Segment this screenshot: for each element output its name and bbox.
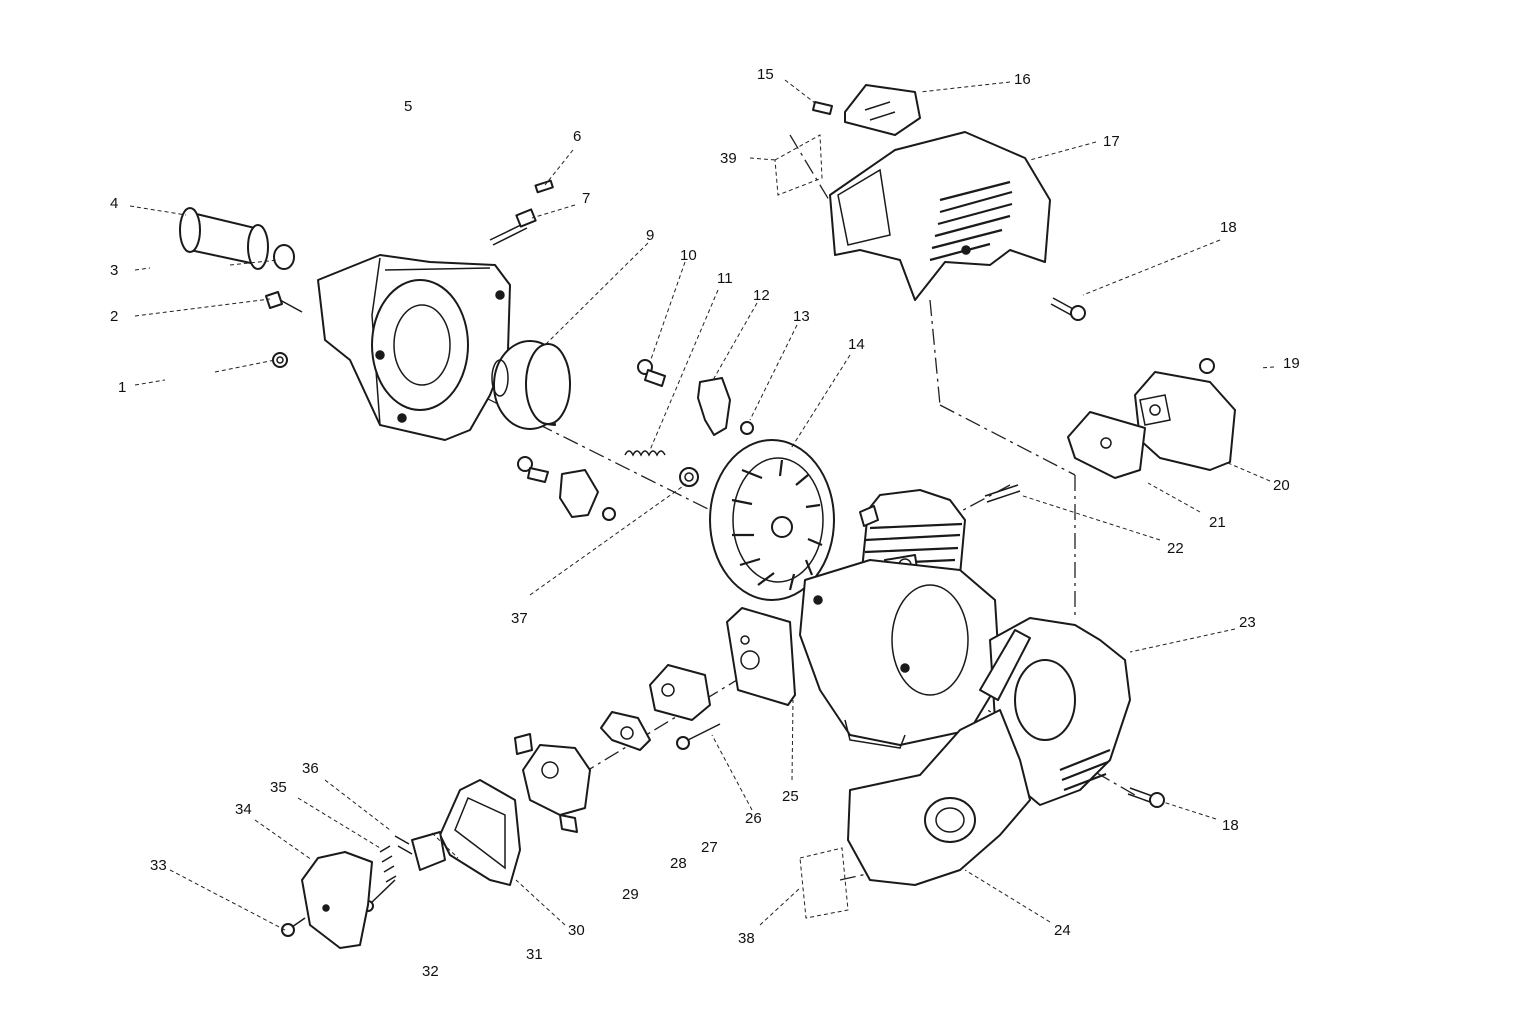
callout-28: 28 (670, 855, 687, 872)
flywheel (709, 439, 835, 601)
clutch-shoe (697, 377, 731, 436)
callout-30: 30 (568, 922, 585, 939)
callout-22: 22 (1167, 540, 1184, 557)
callout-15: 15 (757, 66, 774, 83)
muffler (1134, 371, 1236, 471)
callout-26: 26 (745, 810, 762, 827)
clutch-washer (740, 421, 754, 435)
intake-adapter (649, 664, 711, 721)
fuel-tank (847, 709, 1031, 886)
callout-4: 4 (110, 195, 118, 212)
leader-lines (129, 79, 1275, 931)
stud (984, 484, 1021, 503)
pin (534, 179, 554, 194)
callout-29: 29 (622, 886, 639, 903)
fuel-label (799, 847, 849, 919)
muffler-nut (1199, 358, 1215, 374)
muffler-gasket (1067, 411, 1146, 479)
adapter-screw (676, 723, 721, 750)
callout-21: 21 (1209, 514, 1226, 531)
callout-18-upper: 18 (1220, 219, 1237, 236)
decal (774, 134, 823, 196)
air-filter-base (439, 779, 521, 886)
callout-16: 16 (1014, 71, 1031, 88)
callout-39: 39 (720, 150, 737, 167)
carburetor (514, 733, 591, 833)
clutch-drum (491, 340, 571, 430)
callout-34: 34 (235, 801, 252, 818)
callout-19: 19 (1283, 355, 1300, 372)
callout-27: 27 (701, 839, 718, 856)
callout-31: 31 (526, 946, 543, 963)
starter-housing (979, 617, 1131, 806)
lower-shoe-group (517, 456, 616, 521)
air-filter-bracket (411, 831, 446, 871)
callout-3: 3 (110, 262, 118, 279)
callout-33: 33 (150, 857, 167, 874)
carb-gasket (600, 711, 651, 751)
callout-labels: 1 2 3 4 5 6 7 9 10 11 12 13 14 15 16 17 … (110, 66, 1300, 980)
callout-37: 37 (511, 610, 528, 627)
callout-23: 23 (1239, 614, 1256, 631)
engine-cover (829, 131, 1051, 301)
top-shroud (844, 84, 921, 136)
callout-6: 6 (573, 128, 581, 145)
long-bolt (489, 208, 537, 246)
sleeve (179, 207, 269, 270)
callout-35: 35 (270, 779, 287, 796)
spring (624, 450, 666, 457)
tank-bolt (1127, 787, 1165, 808)
callout-36: 36 (302, 760, 319, 777)
callout-18-lower: 18 (1222, 817, 1239, 834)
cover-screw (281, 917, 306, 937)
intake-gasket (726, 607, 796, 706)
callout-38: 38 (738, 930, 755, 947)
callout-9: 9 (646, 227, 654, 244)
shroud-screw (812, 101, 833, 115)
callout-17: 17 (1103, 133, 1120, 150)
clutch-housing (317, 254, 511, 441)
callout-20: 20 (1273, 477, 1290, 494)
callout-25: 25 (782, 788, 799, 805)
shoulder-bolt (637, 359, 666, 387)
callout-32: 32 (422, 963, 439, 980)
callout-2: 2 (110, 308, 118, 325)
callout-10: 10 (680, 247, 697, 264)
callout-5: 5 (404, 98, 412, 115)
callout-12: 12 (753, 287, 770, 304)
callout-7: 7 (582, 190, 590, 207)
callout-24: 24 (1054, 922, 1071, 939)
callout-1: 1 (118, 379, 126, 396)
retaining-ring (273, 244, 295, 270)
callout-11: 11 (717, 270, 733, 287)
housing-nut (272, 352, 288, 368)
cover-bolt (1050, 297, 1086, 321)
flywheel-nut (679, 467, 699, 487)
housing-bolt (265, 291, 303, 313)
callout-14: 14 (848, 336, 865, 353)
air-filter-cover (301, 851, 373, 949)
crankcase (799, 559, 1001, 749)
callout-13: 13 (793, 308, 810, 325)
air-filter-element (379, 835, 413, 883)
